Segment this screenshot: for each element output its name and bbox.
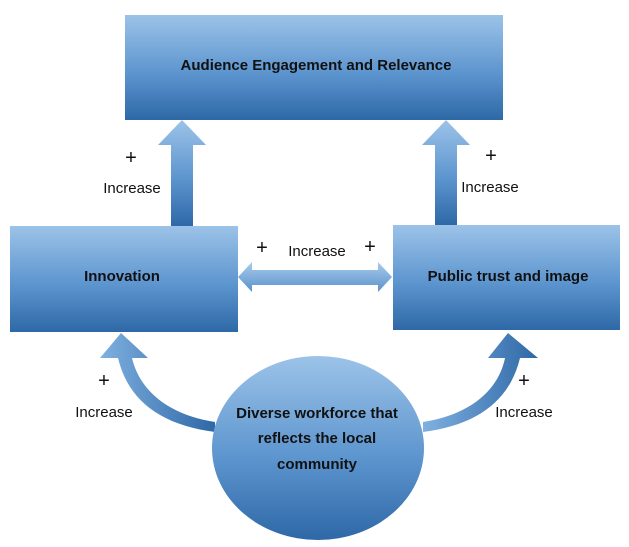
double-arrow xyxy=(238,262,392,292)
node-right-label: Public trust and image xyxy=(428,268,589,285)
plus-sign: + xyxy=(98,370,110,392)
node-center-line3: community xyxy=(277,456,358,473)
node-top xyxy=(125,15,503,120)
node-right xyxy=(393,225,620,330)
node-center xyxy=(212,356,424,540)
increase-label: Increase xyxy=(103,180,161,197)
node-left-label: Innovation xyxy=(84,268,160,285)
up-arrow-left xyxy=(158,120,206,226)
node-center-line2: reflects the local xyxy=(258,430,376,447)
plus-sign: + xyxy=(485,145,497,167)
plus-sign: + xyxy=(256,237,268,259)
node-top-label: Audience Engagement and Relevance xyxy=(181,57,452,74)
curved-arrow-right xyxy=(423,333,538,432)
curved-arrow-left xyxy=(100,333,215,432)
increase-label: Increase xyxy=(75,404,133,421)
plus-sign: + xyxy=(125,147,137,169)
plus-sign: + xyxy=(364,236,376,258)
increase-label: Increase xyxy=(495,404,553,421)
increase-label: Increase xyxy=(461,179,519,196)
up-arrow-right xyxy=(422,120,470,225)
node-left xyxy=(10,226,238,332)
plus-sign: + xyxy=(518,370,530,392)
increase-label: Increase xyxy=(288,243,346,260)
node-center-line1: Diverse workforce that xyxy=(236,405,398,422)
